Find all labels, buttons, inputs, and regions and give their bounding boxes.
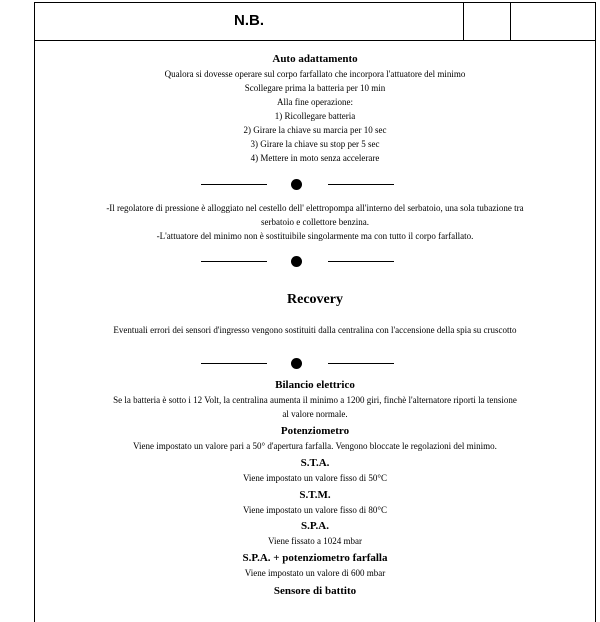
- header-table: N.B.: [35, 3, 595, 41]
- note-line: -Il regolatore di pressione è alloggiato…: [106, 203, 524, 213]
- item-text: Viene impostato un valore di 600 mbar: [244, 568, 386, 578]
- bullet-dot-icon: [291, 358, 302, 369]
- text-line: 2) Girare la chiave su marcia per 10 sec: [243, 125, 387, 135]
- item-text: Viene fissato a 1024 mbar: [268, 536, 362, 546]
- item-text: Se la batteria è sotto i 12 Volt, la cen…: [113, 395, 517, 405]
- separator: [35, 179, 595, 191]
- item-title-stm: S.T.M.: [299, 489, 331, 501]
- recovery-text: Eventuali errori dei sensori d'ingresso …: [113, 325, 517, 335]
- text-line: Scollegare prima la batteria per 10 min: [244, 83, 386, 93]
- section-title-auto-adattamento: Auto adattamento: [272, 53, 358, 65]
- page-title: N.B.: [234, 12, 264, 29]
- item-text: Viene impostato un valore fisso di 50°C: [242, 473, 388, 483]
- header-cell: [510, 3, 595, 40]
- text-line: Alla fine operazione:: [277, 97, 353, 107]
- separator: [35, 256, 595, 268]
- section-title-recovery: Recovery: [287, 292, 343, 307]
- document-page: N.B. Auto adattamento Qualora si dovesse…: [34, 2, 596, 622]
- item-title-spa-potenziometro: S.P.A. + potenziometro farfalla: [242, 552, 388, 564]
- item-title-potenziometro: Potenziometro: [280, 425, 350, 437]
- header-cell: [463, 3, 510, 40]
- item-text: Viene impostato un valore pari a 50° d'a…: [133, 441, 497, 451]
- item-title-sensore-di-battito: Sensore di battito: [273, 585, 357, 597]
- bullet-dot-icon: [291, 179, 302, 190]
- text-line: 3) Girare la chiave su stop per 5 sec: [250, 139, 380, 149]
- text-line: Qualora si dovesse operare sul corpo far…: [164, 69, 466, 79]
- text-line: 1) Ricollegare batteria: [274, 111, 356, 121]
- text-line: 4) Mettere in moto senza accelerare: [250, 153, 380, 163]
- item-text: Viene impostato un valore fisso di 80°C: [242, 505, 388, 515]
- note-line: -L'attuatore del minimo non è sostituibi…: [156, 231, 474, 241]
- separator: [35, 358, 595, 370]
- item-title-spa: S.P.A.: [300, 520, 330, 532]
- note-line: serbatoio e collettore benzina.: [261, 217, 369, 227]
- bullet-dot-icon: [291, 256, 302, 267]
- item-text: al valore normale.: [282, 409, 348, 419]
- item-title-sta: S.T.A.: [300, 457, 330, 469]
- item-title-bilancio-elettrico: Bilancio elettrico: [275, 379, 355, 391]
